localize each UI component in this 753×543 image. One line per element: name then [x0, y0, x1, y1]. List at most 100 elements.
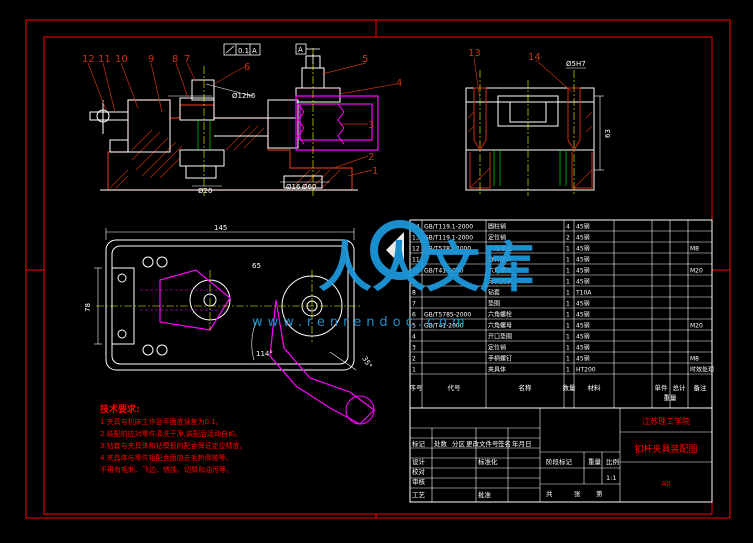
bom-cell: 1 — [566, 345, 570, 352]
balloon-12: 12 — [82, 54, 95, 65]
bom-cell: 2 — [412, 356, 416, 363]
tb-role-process: 工艺 — [412, 491, 426, 499]
bom-cell: 夹具体 — [488, 366, 506, 374]
tb-standard: 标准化 — [478, 457, 498, 466]
top-view: 145 78 65 114° 35° — [84, 224, 375, 425]
top-workpiece — [159, 269, 375, 425]
bom-cell: 六角螺母 — [488, 322, 512, 330]
balloon-2: 2 — [368, 152, 374, 163]
bom-header: 数量 — [563, 383, 577, 392]
dim-bore: Ø12h6 — [232, 92, 256, 100]
bom-cell: 六角螺母 — [488, 267, 512, 275]
bom-cell: 1 — [566, 334, 570, 341]
dim-side-height: 63 — [604, 129, 612, 138]
tb-label-mark: 标记 — [412, 439, 426, 448]
tb-label-docno: 更改文件号 — [466, 439, 499, 448]
bom-cell: 1 — [566, 257, 570, 264]
bom-cell: 45钢 — [576, 234, 590, 242]
bom-header: 总计 — [673, 383, 687, 392]
dim-side-bore: Ø5H7 — [566, 60, 586, 68]
balloon-5: 5 — [362, 54, 368, 65]
note-4: 4.夹具体与零件相配合面应去毛刺倒棱等。 — [100, 453, 233, 462]
bom-cell: 1 — [566, 323, 570, 330]
tb-scale: 1:1 — [606, 474, 616, 482]
bom-cell: 45钢 — [576, 267, 590, 275]
bom-cell: 1 — [566, 367, 570, 374]
balloon-10: 10 — [115, 54, 128, 65]
note-3: 3.钻套与夹具体和钻模板的配合保证定位精度。 — [100, 441, 247, 450]
dim-d20: Ø20 — [198, 187, 212, 195]
bom-cell: 可调支承 — [488, 278, 512, 286]
bom-cell: 1 — [566, 268, 570, 275]
bom-cell: GB/T41-2000 — [424, 268, 464, 275]
bom-cell: 45钢 — [576, 311, 590, 319]
bom-cell: HT200 — [576, 367, 596, 374]
tb-sheet-of: 第 — [596, 489, 603, 498]
bom-header: 名称 — [519, 383, 533, 392]
balloon-6: 6 — [244, 62, 250, 73]
bom-cell: M20 — [690, 323, 703, 330]
bom-cell: 5 — [412, 323, 416, 330]
note-1: 1.夹具与机床工作台平面度误差为0.1。 — [100, 417, 223, 426]
bom-cell: 45钢 — [576, 278, 590, 286]
tb-approve: 批准 — [478, 490, 492, 499]
notes-heading: 技术要求: — [100, 403, 140, 415]
tb-sheet-total: 共 — [546, 489, 553, 498]
bom-cell: 1 — [566, 312, 570, 319]
balloon-13: 13 — [468, 48, 481, 59]
bom-cell: 定位销 — [488, 344, 506, 352]
bom-cell: M20 — [690, 268, 703, 275]
watermark-brand: 人人文库 — [318, 236, 534, 299]
dim-top-angle: 114° — [256, 350, 273, 358]
bom-cell: 45钢 — [576, 355, 590, 363]
balloon-1: 1 — [372, 166, 378, 177]
bom-cell: 45钢 — [576, 322, 590, 330]
bom-cell: 4 — [412, 334, 416, 341]
note-5: 不得有毛刺、飞边、锈蚀、切屑和油污等。 — [100, 465, 233, 474]
side-view: Ø5H7 63 13 14 — [465, 48, 612, 196]
title-block: 标记 处数 分区 更改文件号 签名 年月日 设计 校对 审核 工艺 标准化 批准… — [409, 407, 713, 503]
datum-a: A — [298, 46, 303, 54]
bom-cell: 8 — [412, 290, 416, 297]
tb-weight: 重量 — [588, 458, 602, 466]
bom-cell: 2 — [566, 235, 570, 242]
bom-cell: 旋转螺杆 — [488, 256, 512, 264]
bom-cell: 1 — [566, 356, 570, 363]
bom-header: 序号 — [410, 383, 424, 392]
bom-cell: 钻套 — [488, 289, 500, 297]
tol-value: 0.1 — [238, 47, 249, 55]
dim-top-height: 78 — [84, 303, 92, 312]
balloon-14: 14 — [528, 52, 541, 63]
bom-cell: 4 — [566, 224, 570, 231]
bom-cell: 6 — [412, 312, 416, 319]
bom-cell: 开口垫圈 — [488, 333, 512, 341]
tb-page-code: A0 — [661, 480, 670, 488]
bom-cell: 13 — [412, 235, 420, 242]
workpiece — [295, 95, 379, 151]
outer-border — [25, 19, 731, 519]
balloon-4: 4 — [396, 78, 402, 89]
bom-cell: M8 — [690, 246, 699, 253]
dim-d16: Ø16 — [286, 183, 301, 191]
technical-notes: 技术要求: 1.夹具与机床工作台平面度误差为0.1。 2.装配前应对零件清洗干净… — [100, 403, 247, 474]
bom-cell: M8 — [690, 356, 699, 363]
bom-cell: 1 — [566, 246, 570, 253]
bom-cell: 六角螺栓 — [488, 245, 512, 253]
bom-cell: 45钢 — [576, 300, 590, 308]
watermark: 人人文库 www.renrendoc.com — [252, 220, 534, 330]
bom-cell: 45钢 — [576, 344, 590, 352]
dim-d60: Ø60 — [302, 183, 316, 191]
balloon-3: 3 — [368, 120, 374, 131]
bom-cell: 时效处理 — [690, 366, 714, 374]
bom-cell: 11 — [412, 257, 420, 264]
watermark-url: www.renrendoc.com — [252, 315, 470, 330]
bom-cell: 1 — [566, 279, 570, 286]
tb-ratio: 比例 — [606, 457, 619, 466]
bom-header: 单件 — [655, 383, 669, 392]
bom-header: 代号 — [448, 383, 462, 392]
bom-cell: GB/T5785-2000 — [424, 312, 471, 319]
tb-role-check: 校对 — [412, 467, 426, 476]
dim-top-offset: 65 — [252, 262, 261, 270]
bom-cell: 3 — [412, 345, 416, 352]
tb-stage: 阶段标记 — [546, 457, 573, 466]
